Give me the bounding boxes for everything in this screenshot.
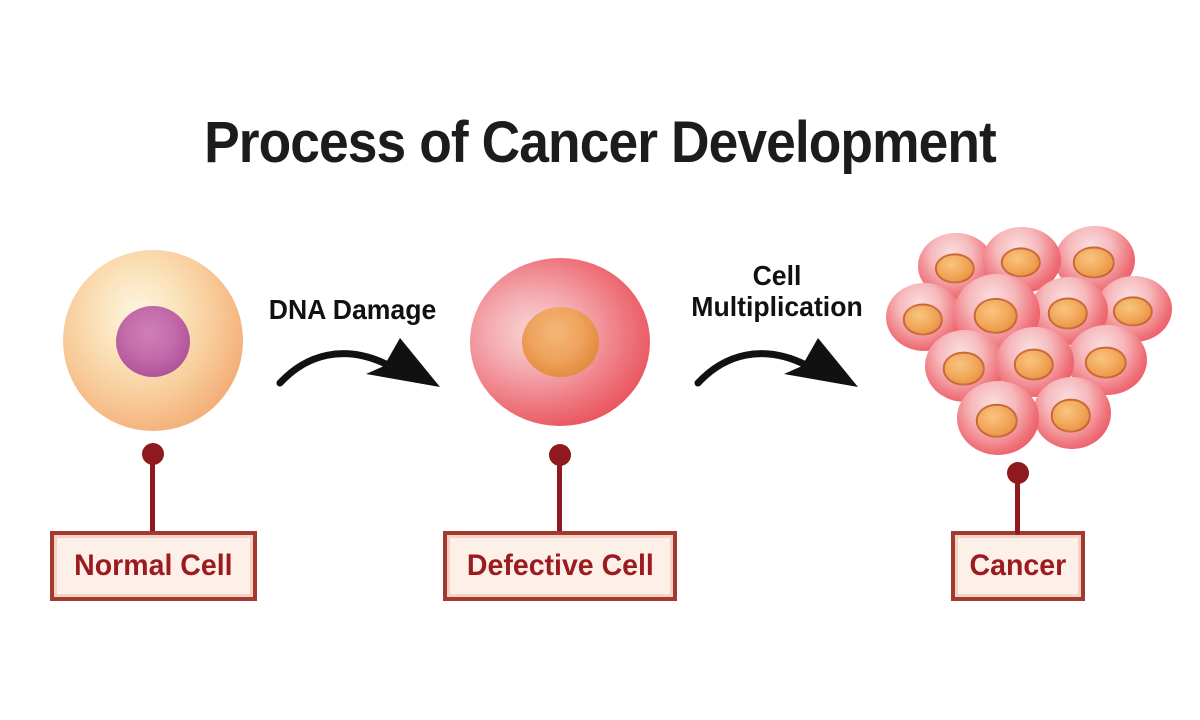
- page-title: Process of Cancer Development: [204, 110, 997, 175]
- normal-cell-caption-box: Normal Cell: [50, 531, 257, 601]
- cancer-cell-nucleus: [935, 253, 975, 284]
- cancer-cell-nucleus: [1113, 296, 1153, 327]
- pin-icon: [1007, 462, 1029, 484]
- cancer-cell-nucleus: [975, 403, 1019, 438]
- cancer-cell-nucleus: [1013, 348, 1055, 381]
- cancer-cell-nucleus: [1050, 399, 1092, 433]
- normal-cell-caption: Normal Cell: [74, 549, 233, 582]
- cancer-cell-nucleus: [1072, 246, 1115, 279]
- pin-stem: [1015, 479, 1020, 535]
- cancer-cell: [1033, 377, 1111, 449]
- pin-stem: [150, 460, 155, 535]
- cancer-cell: [957, 381, 1039, 455]
- cancer-cell-nucleus: [942, 352, 985, 386]
- defective-cell-illustration: [470, 258, 650, 426]
- cancer-cell-nucleus: [903, 303, 943, 336]
- cancer-caption-box: Cancer: [951, 531, 1085, 601]
- defective-cell-nucleus: [521, 307, 599, 377]
- defective-cell-caption: Defective Cell: [466, 549, 654, 582]
- pin-icon: [549, 444, 571, 466]
- cancer-cell-nucleus: [1000, 247, 1042, 278]
- pin-icon: [142, 443, 164, 465]
- normal-cell-nucleus: [116, 306, 190, 377]
- cancer-cell-nucleus: [1047, 297, 1089, 330]
- cell-multiplication-label: Cell Multiplication: [691, 260, 863, 323]
- cancer-caption: Cancer: [969, 549, 1067, 582]
- cell-multiplication-arrow-icon: [694, 338, 858, 387]
- cancer-cell-nucleus: [973, 297, 1019, 334]
- dna-damage-label: DNA Damage: [268, 294, 437, 325]
- defective-cell-caption-box: Defective Cell: [443, 531, 677, 601]
- normal-cell-illustration: [63, 250, 243, 431]
- cancer-cell-nucleus: [1084, 346, 1127, 379]
- dna-damage-arrow-icon: [276, 338, 440, 387]
- pin-stem: [557, 461, 562, 533]
